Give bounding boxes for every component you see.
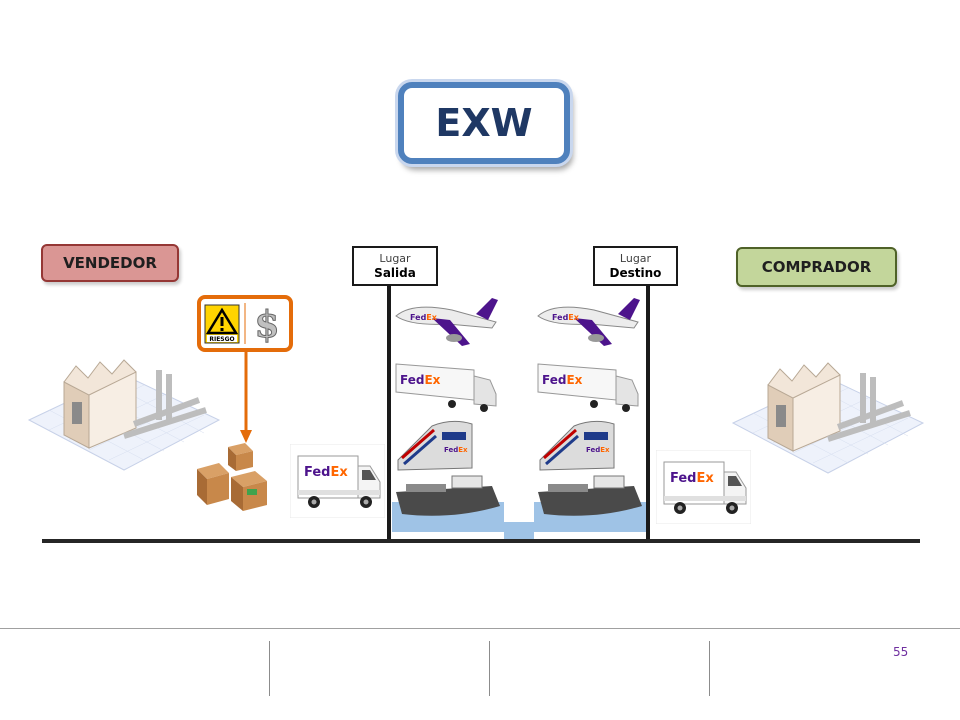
origin-place-line1: Lugar [379, 252, 411, 265]
destination-place-line1: Lugar [619, 252, 652, 265]
warning-icon: RIESGO [204, 304, 240, 344]
incoterm-title-box: EXW [398, 82, 570, 164]
risk-box: RIESGO $ [197, 295, 293, 352]
destination-train-icon: FedEx [539, 420, 615, 471]
footer-separator [709, 641, 710, 696]
cargo-boxes-icon [197, 443, 267, 511]
destination-pole [646, 284, 650, 542]
buyer-factory-icon [731, 362, 925, 474]
destination-truck-icon: FedEx [537, 363, 639, 412]
footer-divider [0, 628, 960, 629]
svg-text:$: $ [254, 304, 279, 346]
risk-arrow [240, 350, 252, 443]
destination-transport-stack: FedEx FedEx FedEx [534, 298, 646, 532]
svg-text:FedEx: FedEx [444, 446, 468, 454]
destination-place-label: Lugar Destino [593, 246, 678, 286]
ground-line [42, 539, 920, 543]
origin-pole [387, 284, 391, 542]
destination-ship-icon [534, 475, 646, 532]
seller-label: VENDEDOR [41, 244, 179, 282]
svg-text:FedEx: FedEx [670, 471, 714, 486]
origin-ship-icon [392, 475, 504, 532]
origin-transport-stack: FedEx FedEx FedEx [392, 298, 504, 532]
origin-train-icon: FedEx [397, 420, 473, 471]
svg-text:FedEx: FedEx [552, 313, 580, 322]
destination-place-line2: Destino [609, 266, 662, 280]
origin-truck-icon: FedEx [395, 363, 497, 412]
page-number: 55 [893, 645, 909, 659]
origin-place-line2: Salida [374, 266, 416, 280]
water-strip [504, 522, 534, 540]
svg-text:FedEx: FedEx [400, 373, 441, 387]
svg-text:FedEx: FedEx [410, 313, 438, 322]
incoterm-title: EXW [435, 101, 533, 145]
svg-text:FedEx: FedEx [586, 446, 610, 454]
buyer-label: COMPRADOR [736, 247, 897, 287]
seller-delivery-van-icon: FedEx [290, 444, 385, 518]
risk-label: RIESGO [209, 336, 234, 343]
svg-text:FedEx: FedEx [542, 373, 583, 387]
dollar-icon: $ [254, 304, 280, 347]
svg-text:FedEx: FedEx [304, 465, 348, 480]
footer-separator [489, 641, 490, 696]
buyer-delivery-van-icon: FedEx [656, 450, 751, 524]
destination-airplane-icon: FedEx [537, 298, 640, 346]
seller-factory-icon [27, 359, 221, 471]
origin-airplane-icon: FedEx [395, 298, 498, 346]
footer-separator [269, 641, 270, 696]
origin-place-label: Lugar Salida [352, 246, 438, 286]
